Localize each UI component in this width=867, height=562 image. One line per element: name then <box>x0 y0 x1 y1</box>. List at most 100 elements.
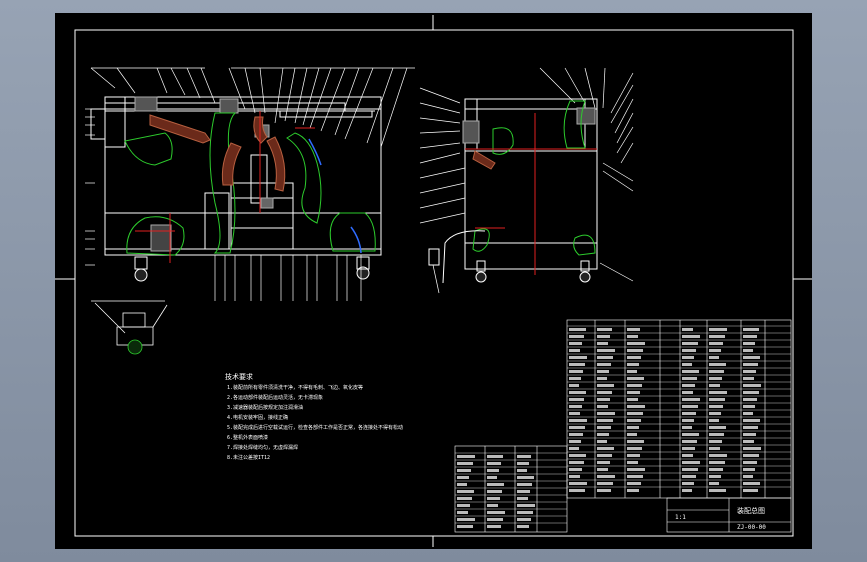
table-cell-text <box>597 433 609 436</box>
table-cell-text <box>743 454 759 457</box>
table-cell-text <box>743 489 758 492</box>
table-cell-text <box>627 370 637 373</box>
table-cell-text <box>517 469 527 472</box>
table-cell-text <box>627 440 644 443</box>
table-cell-text <box>627 468 645 471</box>
table-cell-text <box>627 412 643 415</box>
table-cell-text <box>682 454 693 457</box>
table-cell-text <box>457 483 467 486</box>
table-cell-text <box>457 518 475 521</box>
table-cell-text <box>487 511 505 514</box>
table-cell-text <box>743 440 754 443</box>
table-cell-text <box>569 335 584 338</box>
table-cell-text <box>682 398 700 401</box>
table-cell-text <box>627 391 640 394</box>
table-cell-text <box>682 440 697 443</box>
table-cell-text <box>627 363 639 366</box>
table-cell-text <box>709 370 724 373</box>
table-cell-text <box>709 328 727 331</box>
table-cell-text <box>709 468 723 471</box>
table-cell-text <box>627 405 645 408</box>
table-cell-text <box>569 468 582 471</box>
note-line: 7.焊接处焊缝均匀，无虚焊漏焊 <box>227 444 298 451</box>
table-cell-text <box>743 468 755 471</box>
table-cell-text <box>597 328 612 331</box>
notes-title: 技术要求 <box>225 372 253 381</box>
table-cell-text <box>487 455 503 458</box>
table-cell-text <box>487 518 503 521</box>
parts-list-lower <box>454 445 568 533</box>
table-cell-text <box>597 426 611 429</box>
table-cell-text <box>597 335 610 338</box>
table-cell-text <box>743 349 753 352</box>
table-cell-text <box>682 426 692 429</box>
table-cell-text <box>597 398 610 401</box>
table-cell-text <box>627 328 640 331</box>
parts-list-table <box>566 319 792 499</box>
table-cell-text <box>743 391 759 394</box>
table-cell-text <box>709 461 725 464</box>
note-line: 2.各运动部件装配后运动灵活，无卡滞现象 <box>227 394 323 401</box>
table-cell-text <box>627 419 641 422</box>
table-cell-text <box>682 342 698 345</box>
table-cell-text <box>457 476 469 479</box>
table-cell-text <box>709 433 724 436</box>
technical-notes: 技术要求 1.装配前所有零件须清洗干净，不得有毛刺、飞边、氧化皮等 2.各运动部… <box>225 372 403 461</box>
note-line: 3.减速器装配后按规定加注润滑油 <box>227 404 303 411</box>
table-cell-text <box>709 489 726 492</box>
table-cell-text <box>743 328 759 331</box>
table-cell-text <box>517 497 528 500</box>
table-cell-text <box>627 489 639 492</box>
table-cell-text <box>487 490 502 493</box>
table-cell-text <box>709 440 722 443</box>
table-cell-text <box>682 377 697 380</box>
table-cell-text <box>682 482 694 485</box>
table-cell-text <box>709 447 720 450</box>
table-cell-text <box>682 335 700 338</box>
table-cell-text <box>709 356 719 359</box>
table-cell-text <box>569 489 585 492</box>
table-cell-text <box>517 476 534 479</box>
table-cell-text <box>597 412 615 415</box>
table-cell-text <box>627 426 639 429</box>
table-cell-text <box>597 447 614 450</box>
table-cell-text <box>569 328 586 331</box>
table-cell-text <box>743 398 757 401</box>
table-cell-text <box>743 335 757 338</box>
table-cell-text <box>709 419 719 422</box>
table-cell-text <box>682 370 699 373</box>
table-cell-text <box>709 342 723 345</box>
table-cell-text <box>487 462 501 465</box>
table-cell-text <box>682 356 694 359</box>
table-cell-text <box>743 356 760 359</box>
table-cell-text <box>597 363 611 366</box>
table-cell-text <box>682 328 693 331</box>
table-cell-text <box>457 497 472 500</box>
table-cell-text <box>597 489 611 492</box>
table-cell-text <box>487 504 498 507</box>
title-block-scale: 1:1 <box>675 514 686 521</box>
table-cell-text <box>682 405 698 408</box>
note-line: 6.整机外表面喷漆 <box>227 434 268 441</box>
table-cell-text <box>569 433 583 436</box>
table-cell-text <box>627 349 643 352</box>
table-cell-text <box>709 405 723 408</box>
note-line: 8.未注公差按IT12 <box>227 454 270 461</box>
table-cell-text <box>457 490 474 493</box>
drawing-sheet: 装配总图 1:1 ZJ-00-00 技术要求 1.装配前所有零件须清洗干净，不得… <box>55 13 812 549</box>
table-cell-text <box>682 412 696 415</box>
table-cell-text <box>569 419 587 422</box>
table-cell-text <box>569 384 579 387</box>
table-cell-text <box>597 482 613 485</box>
table-cell-text <box>682 447 695 450</box>
table-cell-text <box>597 370 609 373</box>
table-cell-text <box>569 405 582 408</box>
table-cell-text <box>569 356 587 359</box>
table-cell-text <box>487 476 497 479</box>
table-cell-text <box>709 349 721 352</box>
table-cell-text <box>597 356 613 359</box>
title-block-drawing-no: ZJ-00-00 <box>737 524 766 531</box>
table-cell-text <box>627 356 641 359</box>
table-cell-text <box>627 342 645 345</box>
